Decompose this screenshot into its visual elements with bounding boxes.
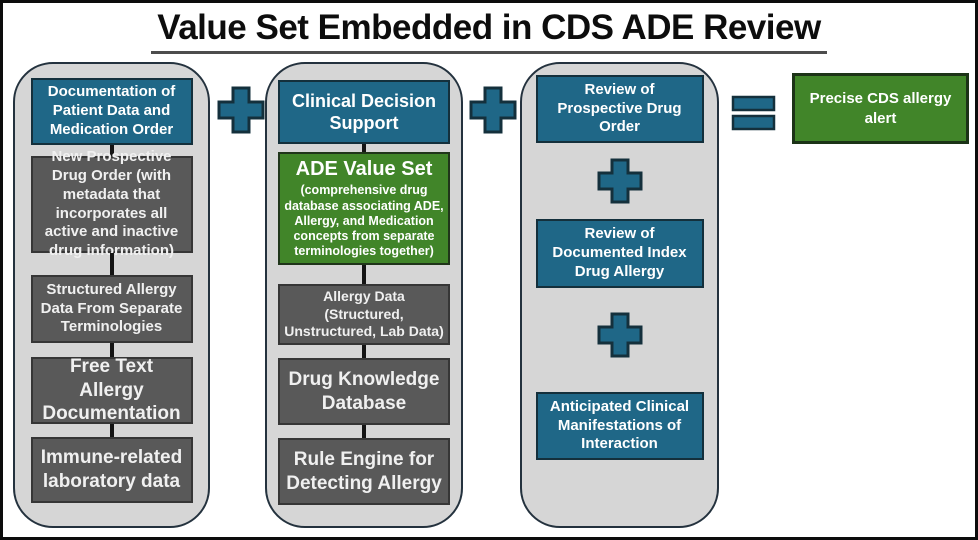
box-new-prospective-drug-order: New Prospective Drug Order (with metadat… (30, 148, 193, 259)
box-precise-cds-allergy-alert: Precise CDS allergy alert (792, 73, 969, 144)
panel-documentation-inputs: Documentation of Patient Data and Medica… (13, 62, 210, 528)
connector-line (362, 144, 366, 152)
box-structured-allergy-data: Structured Allergy Data From Separate Te… (30, 275, 193, 343)
box-allergy-data: Allergy Data (Structured, Unstructured, … (278, 284, 450, 345)
box-rule-engine: Rule Engine for Detecting Allergy (278, 438, 450, 505)
box-ade-value-set: ADE Value Set (comprehensive drug databa… (278, 152, 450, 265)
connector-line (109, 253, 114, 275)
plus-icon (469, 86, 517, 134)
plus-icon (217, 86, 265, 134)
connector-line (109, 343, 114, 357)
connector-line (362, 425, 366, 438)
box-free-text-allergy: Free Text Allergy Documentation (30, 356, 193, 424)
box-clinical-decision-support: Clinical Decision Support (278, 80, 450, 144)
box-documentation-patient-data: Documentation of Patient Data and Medica… (30, 78, 193, 145)
box-drug-knowledge-database: Drug Knowledge Database (278, 358, 450, 425)
ade-value-set-heading: ADE Value Set (295, 158, 433, 181)
box-review-documented-index-allergy: Review of Documented Index Drug Allergy (535, 219, 704, 288)
ade-value-set-subtext: (comprehensive drug database associating… (284, 183, 444, 259)
page-title-text: Value Set Embedded in CDS ADE Review (151, 8, 827, 54)
equals-icon (731, 95, 776, 131)
plus-icon (597, 312, 642, 358)
panel-clinical-decision-support: Clinical Decision Support ADE Value Set … (265, 62, 463, 528)
connector-line (362, 345, 366, 358)
panel-review-steps: Review of Prospective Drug Order Review … (520, 62, 719, 528)
page-title: Value Set Embedded in CDS ADE Review (3, 8, 975, 54)
connector-line (109, 145, 114, 156)
connector-line (362, 265, 366, 284)
connector-line (109, 424, 114, 437)
box-anticipated-clinical-manifestations: Anticipated Clinical Manifestations of I… (535, 392, 704, 460)
box-immune-lab-data: Immune-related laboratory data (30, 437, 193, 503)
plus-icon (597, 158, 642, 204)
box-review-prospective-drug-order: Review of Prospective Drug Order (535, 75, 704, 143)
